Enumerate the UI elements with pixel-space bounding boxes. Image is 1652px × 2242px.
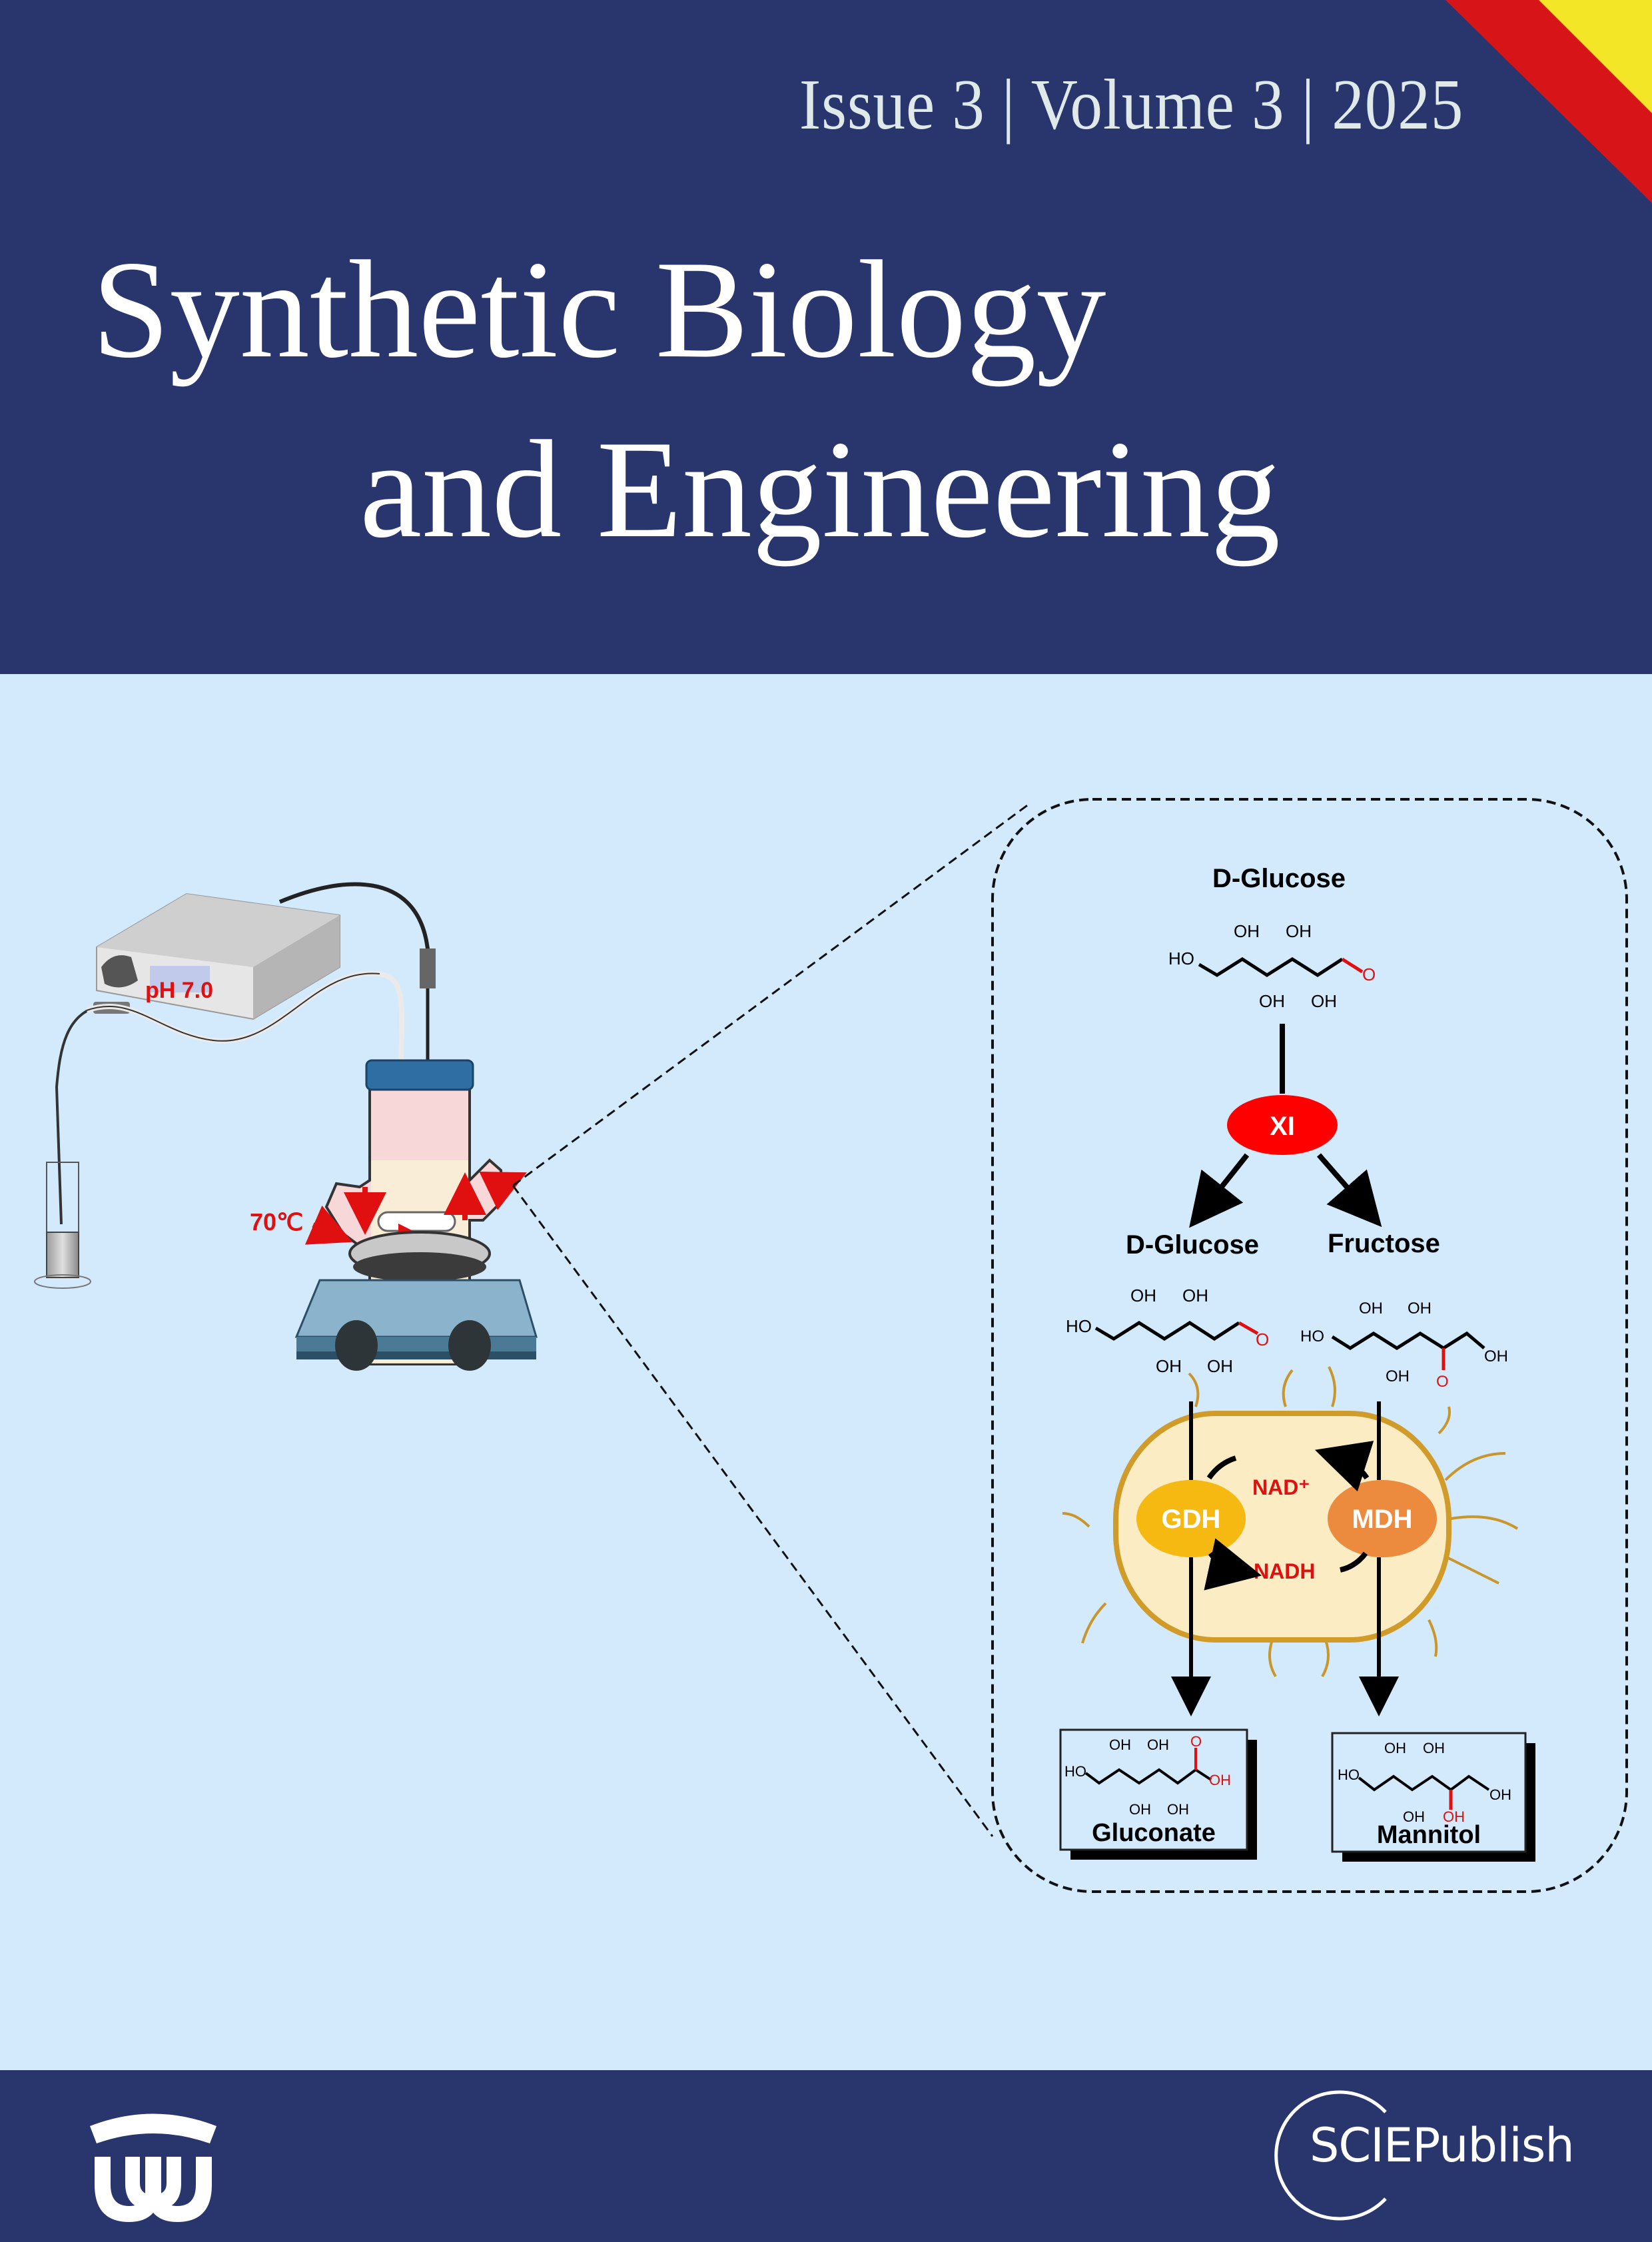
cover-illustration-area: pH 7.0 70℃ (0, 674, 1652, 2070)
cover-footer (0, 2070, 1652, 2242)
branch-right-label: Fructose (1328, 1229, 1440, 1258)
probe-connector (420, 948, 436, 988)
mdh-enzyme (1328, 1480, 1437, 1557)
hydroxyl-label: OH (1484, 1347, 1508, 1365)
hydroxyl-label: OH (1129, 1801, 1151, 1818)
hydroxyl-label: HO (1064, 1763, 1086, 1780)
hydroxyl-label: OH (1489, 1786, 1511, 1803)
gdh-enzyme (1136, 1480, 1246, 1557)
enzyme-gdh-label: GDH (1162, 1505, 1221, 1534)
d-glucose-branch-structure (1094, 1321, 1259, 1341)
hydroxyl-label: OH (1167, 1801, 1189, 1818)
flask-lid (365, 1059, 474, 1091)
oxygen-label: O (1362, 964, 1376, 984)
fructose-structure (1331, 1331, 1485, 1370)
journal-logo-icon (90, 2113, 216, 2222)
hydroxyl-label: OH (1182, 1286, 1208, 1306)
oxygen-label: O (1190, 1733, 1202, 1750)
hydroxyl-label: OH (1311, 991, 1337, 1011)
ph-readout: pH 7.0 (145, 978, 213, 1003)
hydroxyl-label: OH (1109, 1736, 1131, 1753)
yellow-stripe (1539, 0, 1652, 113)
oxygen-label: O (1436, 1373, 1449, 1391)
bacterial-cell: GDH MDH NAD⁺ NADH (1062, 1366, 1519, 1678)
publisher-name: SCIEPublish (1310, 2118, 1575, 2173)
hydroxyl-label: HO (1338, 1766, 1360, 1783)
pathway-callout-box (991, 798, 1628, 1893)
publisher-circle-icon (1274, 2090, 1387, 2221)
enzyme-mdh-label: MDH (1352, 1505, 1412, 1534)
cofactor-nad-label: NAD⁺ (1252, 1475, 1310, 1499)
product-gluconate-label: Gluconate (1092, 1819, 1216, 1847)
stirrer-knob-left (335, 1320, 378, 1371)
issue-volume-year: Issue 3 | Volume 3 | 2025 (799, 65, 1463, 145)
hydroxyl-label: OH (1403, 1808, 1425, 1825)
hydroxyl-label: OH (1130, 1286, 1156, 1306)
ph-meter-connector (101, 955, 138, 988)
hydroxyl-label: OH (1234, 921, 1260, 941)
product-mannitol-label: Mannitol (1377, 1821, 1481, 1849)
journal-title-line-1: Synthetic Biology (92, 232, 1106, 387)
hydroxyl-label: OH (1359, 1300, 1383, 1317)
ph-meter: pH 7.0 (93, 893, 340, 1020)
enzyme-xi-label: XI (1270, 1112, 1295, 1141)
d-glucose-structure (1198, 957, 1364, 977)
hydroxyl-label: OH (1259, 991, 1285, 1011)
xylose-isomerase-enzyme (1227, 1095, 1338, 1155)
hydroxyl-label: OH (1207, 1356, 1233, 1376)
gluconate-product-box: HO OH OH OH OH O OH Gluconate (1059, 1728, 1257, 1860)
hydroxyl-label: OH (1386, 1367, 1410, 1385)
stir-bar (377, 1211, 456, 1232)
stirrer-knob-right (448, 1320, 491, 1371)
substrate-label: D-Glucose (1212, 864, 1346, 893)
branch-left-label: D-Glucose (1126, 1230, 1259, 1260)
temperature-label: 70℃ (250, 1208, 303, 1236)
bioreactor-pathway-illustration: pH 7.0 70℃ (34, 798, 1628, 1893)
hydroxyl-label: HO (1300, 1327, 1324, 1345)
hydroxyl-label: HO (1168, 948, 1194, 968)
cell-flagella (1062, 1366, 1519, 1678)
hydroxyl-label: OH (1286, 921, 1312, 941)
magnetic-stirrer-hotplate (294, 1231, 538, 1371)
hydroxyl-label: OH (1156, 1356, 1182, 1376)
probe-cable (278, 882, 432, 961)
hydroxyl-label: OH (1408, 1300, 1432, 1317)
cover-header: Issue 3 | Volume 3 | 2025 Synthetic Biol… (0, 0, 1652, 674)
hydroxyl-label: OH (1384, 1740, 1406, 1756)
mannitol-product-box: HO OH OH OH OH OH Mannitol (1331, 1732, 1535, 1862)
cofactor-nadh-label: NADH (1254, 1559, 1315, 1583)
hydroxyl-label: OH (1443, 1808, 1465, 1825)
hydroxyl-label: OH (1423, 1740, 1445, 1756)
hydroxyl-label: HO (1066, 1316, 1092, 1336)
journal-title-line-2: and Engineering (360, 412, 1281, 567)
oxygen-label: O (1256, 1329, 1269, 1349)
hydroxyl-label: OH (1209, 1772, 1231, 1788)
reservoir-beaker (34, 1162, 91, 1289)
callout-leader (512, 803, 1030, 1837)
corner-stripe-decoration (1446, 0, 1652, 203)
hydroxyl-label: OH (1147, 1736, 1169, 1753)
